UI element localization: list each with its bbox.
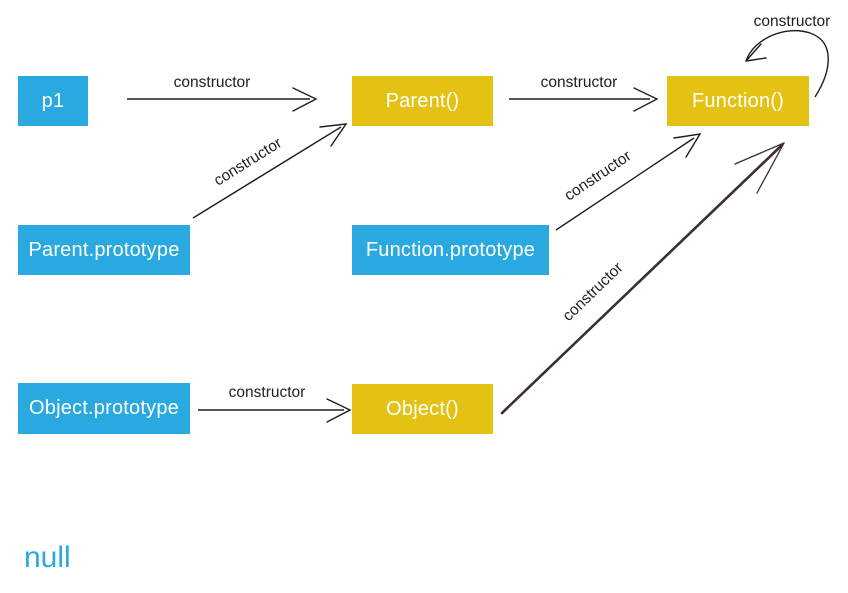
edge-label-constructor: constructor (560, 259, 627, 324)
edge-label-constructor: constructor (174, 74, 251, 91)
edge-parent-prototype-to-parent: constructor (192, 123, 348, 219)
node-object-function: Object() (352, 384, 493, 434)
edge-label-constructor: constructor (541, 74, 618, 91)
null-label: null (24, 541, 71, 574)
node-parent-function: Parent() (352, 76, 493, 126)
node-function-function-label: Function() (691, 89, 785, 112)
node-function-function: Function() (667, 76, 809, 126)
edge-object-prototype-to-object: constructor (198, 384, 352, 423)
node-p1: p1 (18, 76, 88, 126)
node-function-prototype-label: Function.prototype (365, 238, 536, 261)
edge-function-self-loop: constructor (745, 13, 831, 98)
node-object-prototype-label: Object.prototype (29, 397, 179, 419)
edge-label-constructor: constructor (211, 134, 285, 189)
node-function-prototype: Function.prototype (352, 225, 549, 275)
edge-label-constructor: constructor (229, 384, 306, 401)
edge-p1-to-parent: constructor (127, 74, 318, 112)
edge-parent-to-function: constructor (509, 74, 659, 112)
edge-function-prototype-to-function: constructor (555, 133, 702, 231)
node-object-function-label: Object() (386, 397, 459, 420)
edge-object-to-function: constructor (500, 142, 785, 415)
node-object-prototype: Object.prototype (18, 383, 190, 434)
edge-label-constructor: constructor (754, 13, 831, 30)
node-parent-function-label: Parent() (385, 89, 460, 112)
node-parent-prototype: Parent.prototype (18, 225, 190, 275)
node-parent-prototype-label: Parent.prototype (28, 238, 180, 261)
node-p1-label: p1 (41, 89, 65, 112)
edge-label-constructor: constructor (561, 148, 634, 205)
